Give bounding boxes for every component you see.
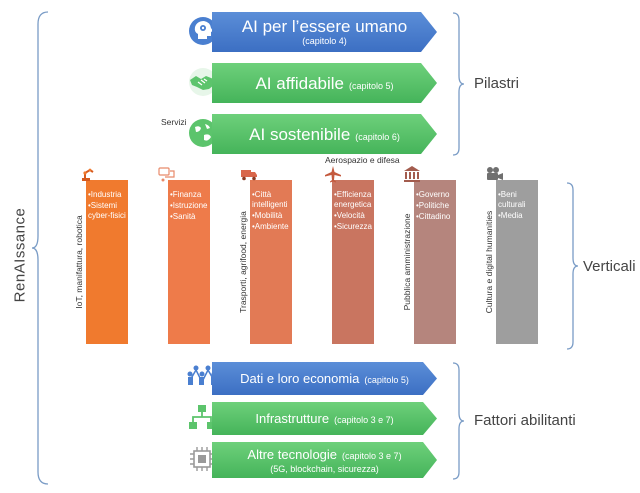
vertical-item: •Finanza bbox=[170, 190, 202, 199]
enabler-chapter: (capitolo 3 e 7) bbox=[334, 415, 394, 425]
vertical-iot: IoT, manifattura, robotica •Industria •S… bbox=[72, 180, 128, 344]
vertical-item: •Sicurezza bbox=[334, 222, 372, 231]
vertical-bar bbox=[414, 180, 456, 344]
gear-head-icon bbox=[187, 15, 219, 47]
pillar-title: AI affidabile bbox=[255, 73, 344, 93]
enablers-label: Fattori abilitanti bbox=[474, 412, 576, 429]
vertical-items: •Finanza •Istruzione •Sanità bbox=[170, 190, 214, 223]
robot-arm-icon bbox=[82, 168, 94, 181]
vertical-bar bbox=[86, 180, 128, 344]
vertical-items: •Città intelligenti •Mobilità •Ambiente bbox=[252, 190, 296, 233]
enabler-chapter: (capitolo 5) bbox=[364, 375, 409, 385]
vertical-bar bbox=[496, 180, 538, 344]
pillar-chapter: (capitolo 4) bbox=[302, 36, 347, 46]
vertical-items: •Governo •Politiche •Cittadino bbox=[416, 190, 460, 223]
enablers-brace bbox=[452, 362, 465, 480]
vertical-item: •Velocità bbox=[334, 211, 365, 220]
enabler-title: Dati e loro economia bbox=[240, 371, 360, 386]
pillar-title: AI per l’essere umano bbox=[241, 17, 408, 36]
enabler-dati: Dati e loro economia (capitolo 5) bbox=[212, 362, 437, 395]
enabler-detail: (5G, blockchain, sicurezza) bbox=[270, 464, 379, 474]
truck-icon bbox=[241, 170, 257, 181]
verticals-brace bbox=[566, 182, 579, 350]
pillars-label: Pilastri bbox=[474, 75, 520, 92]
globe-icon bbox=[187, 117, 219, 149]
vertical-item: •Beni culturali bbox=[498, 190, 526, 209]
vertical-title: IoT, manifattura, robotica bbox=[74, 215, 84, 309]
vertical-aerospazio: Aerospazio e difesa •Efficienza energeti… bbox=[318, 155, 400, 344]
pillar-chapter: (capitolo 5) bbox=[349, 80, 394, 91]
vertical-item: •Ambiente bbox=[252, 222, 289, 231]
vertical-items: •Industria •Sistemi cyber-fisici bbox=[88, 190, 132, 222]
pillar-title: AI sostenibile bbox=[249, 124, 351, 144]
vertical-item: •Efficienza energetica bbox=[334, 190, 372, 209]
pillar-ai-affidabile: AI affidabile (capitolo 5) bbox=[212, 63, 437, 103]
enabler-title: Altre tecnologie bbox=[247, 447, 338, 462]
pillars-brace bbox=[452, 12, 465, 156]
vertical-title: Trasporti, agrifood, energia bbox=[238, 211, 248, 313]
vertical-trasporti: Trasporti, agrifood, energia •Città inte… bbox=[236, 180, 292, 344]
vertical-item: •Sanità bbox=[170, 212, 196, 221]
renaissance-brace bbox=[31, 11, 49, 485]
vertical-title: Pubblica amministrazione bbox=[402, 213, 412, 311]
enabler-altre-tecnologie: Altre tecnologie (capitolo 3 e 7) (5G, b… bbox=[212, 442, 437, 478]
vertical-bar bbox=[250, 180, 292, 344]
vertical-title: Cultura e digital humanities bbox=[484, 210, 494, 314]
vertical-item: •Mobilità bbox=[252, 211, 283, 220]
vertical-item: •Politiche bbox=[416, 201, 450, 210]
vertical-bar bbox=[168, 180, 210, 344]
pillar-chapter: (capitolo 6) bbox=[355, 131, 400, 142]
vertical-pubblica-amministrazione: Pubblica amministrazione •Governo •Polit… bbox=[400, 180, 456, 344]
vertical-item: •Sistemi cyber-fisici bbox=[88, 201, 126, 220]
vertical-item: •Cittadino bbox=[416, 212, 451, 221]
handshake-icon bbox=[187, 66, 219, 98]
enabler-infrastrutture: Infrastrutture (capitolo 3 e 7) bbox=[212, 402, 437, 435]
vertical-bar bbox=[332, 180, 374, 344]
vertical-item: •Istruzione bbox=[170, 201, 208, 210]
vertical-cultura: Cultura e digital humanities •Beni cultu… bbox=[482, 180, 538, 344]
vertical-title: Servizi bbox=[161, 117, 187, 127]
network-boxes-icon bbox=[186, 402, 218, 434]
vertical-item: •Città intelligenti bbox=[252, 190, 288, 209]
enabler-chapter: (capitolo 3 e 7) bbox=[342, 451, 402, 461]
vertical-title: Aerospazio e difesa bbox=[325, 155, 400, 165]
vertical-items: •Efficienza energetica •Velocità •Sicure… bbox=[334, 190, 378, 233]
services-icon bbox=[158, 167, 175, 182]
vertical-servizi: Servizi •Finanza •Istruzione •Sanità bbox=[154, 117, 210, 344]
airplane-icon bbox=[325, 166, 341, 183]
vertical-item: •Governo bbox=[416, 190, 450, 199]
vertical-items: •Beni culturali •Media bbox=[498, 190, 542, 222]
vertical-item: •Industria bbox=[88, 190, 122, 199]
movie-camera-icon bbox=[487, 167, 503, 180]
enabler-title: Infrastrutture bbox=[255, 411, 330, 426]
pillar-ai-sostenibile: AI sostenibile (capitolo 6) bbox=[212, 114, 437, 154]
government-building-icon bbox=[404, 166, 420, 182]
vertical-item: •Media bbox=[498, 211, 523, 220]
pillar-ai-per-essere-umano: AI per l’essere umano (capitolo 4) bbox=[212, 12, 437, 52]
verticals-label: Verticali bbox=[583, 258, 636, 275]
renaissance-label: RenAIssance bbox=[11, 207, 29, 303]
